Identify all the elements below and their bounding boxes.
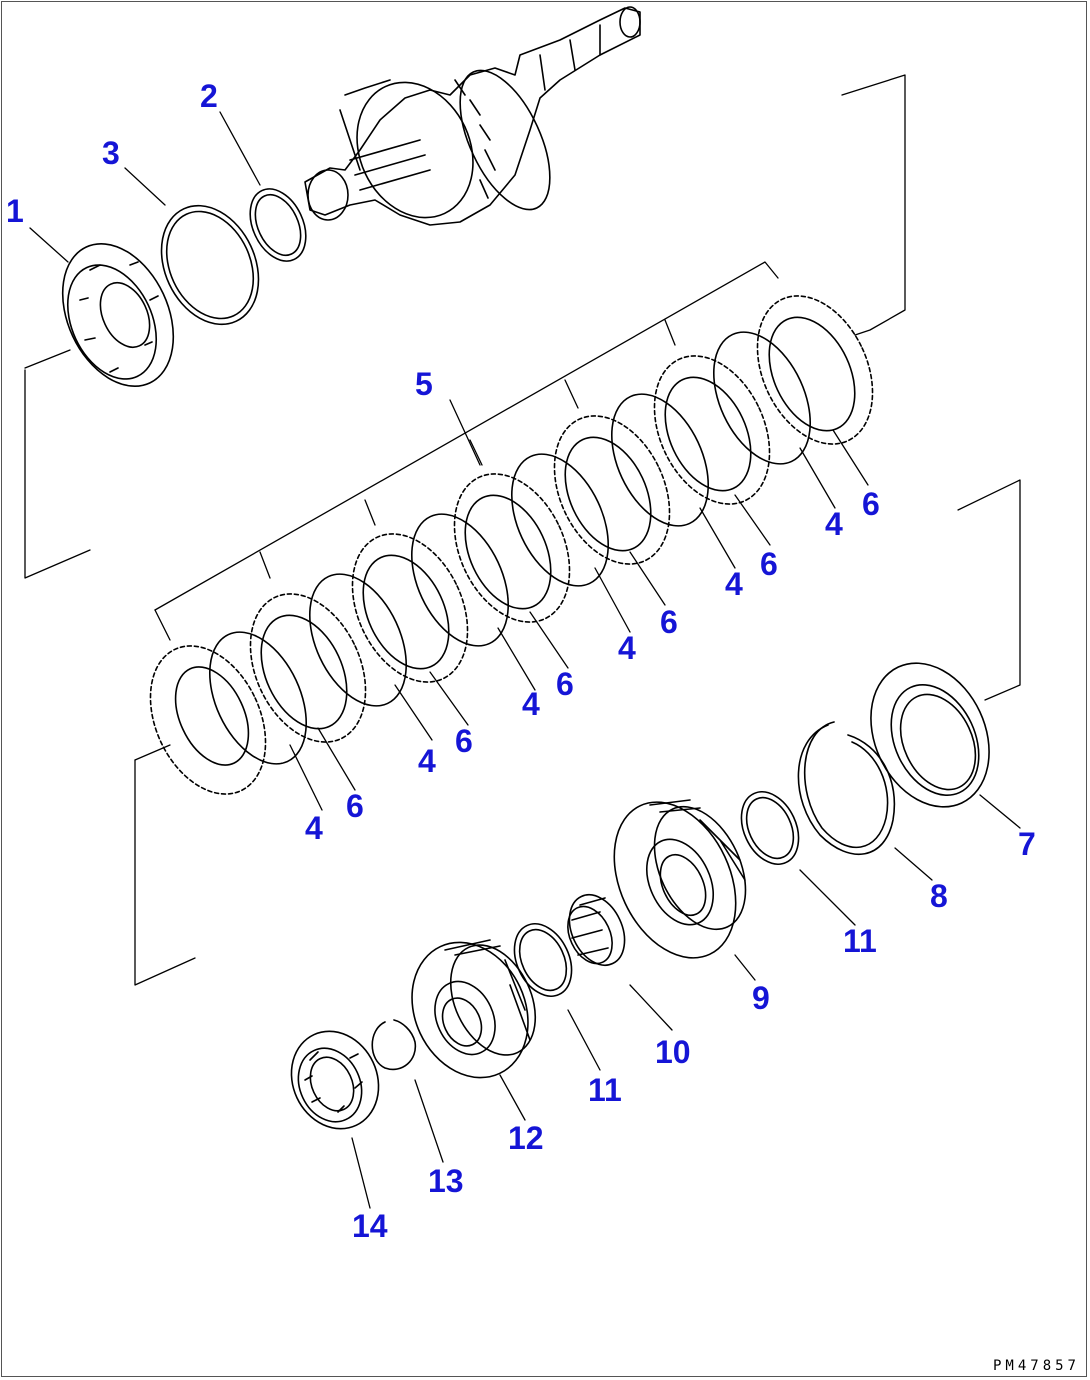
part-7-piston — [870, 662, 990, 808]
callout-13: 13 — [428, 1163, 464, 1199]
callout-4: 4 — [522, 686, 540, 722]
callout-6: 6 — [346, 788, 364, 824]
drawing-code: PM47857 — [992, 1358, 1080, 1374]
callout-4: 4 — [825, 506, 843, 542]
part-12-gear — [411, 939, 537, 1079]
callout-14: 14 — [352, 1208, 388, 1244]
callout-6: 6 — [760, 546, 778, 582]
part-2-ring — [249, 188, 307, 262]
callout-9: 9 — [752, 980, 770, 1016]
callout-1: 1 — [6, 193, 24, 229]
callout-4: 4 — [725, 566, 743, 602]
clutch-pack — [149, 295, 874, 795]
leader-lines — [29, 111, 1021, 1209]
carrier-shaft-assembly — [304, 6, 641, 226]
part-13-snap-ring — [371, 1019, 417, 1071]
part-14-bearing — [290, 1030, 380, 1130]
part-9-gear — [613, 799, 747, 959]
callout-11: 11 — [588, 1072, 622, 1108]
callout-8: 8 — [930, 878, 948, 914]
callout-3: 3 — [102, 135, 120, 171]
callout-2: 2 — [200, 78, 218, 114]
callout-6: 6 — [660, 604, 678, 640]
callout-4: 4 — [305, 810, 323, 846]
part-10-bearing — [567, 894, 626, 966]
callout-12: 12 — [508, 1120, 544, 1156]
bracket-lines — [24, 74, 1021, 986]
part-1-plate — [61, 243, 175, 387]
callout-7: 7 — [1018, 826, 1036, 862]
callout-6: 6 — [556, 666, 574, 702]
callout-6: 6 — [862, 486, 880, 522]
part-3-ring — [160, 204, 260, 326]
callout-10: 10 — [655, 1034, 691, 1070]
callout-6: 6 — [455, 723, 473, 759]
part-11-upper-ring — [740, 791, 800, 865]
part-8-snap-ring — [797, 721, 896, 856]
callout-4: 4 — [618, 630, 636, 666]
callout-5: 5 — [415, 366, 433, 402]
callout-4: 4 — [418, 743, 436, 779]
callout-11: 11 — [843, 923, 877, 959]
